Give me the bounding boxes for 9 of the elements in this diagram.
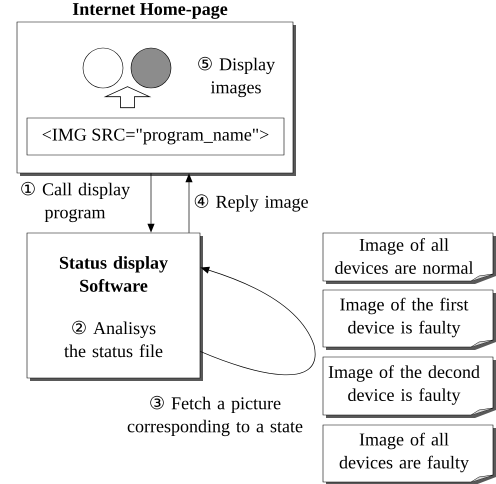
box-title: Internet Home-page bbox=[72, 3, 228, 19]
note-card: Image of all devices are faulty bbox=[322, 424, 496, 484]
edge-label: ④ Reply image bbox=[194, 194, 308, 212]
note-card: Image of all devices are normal bbox=[322, 232, 496, 284]
note-card: Image of the decond device is faulty bbox=[322, 356, 496, 418]
loop-arrow bbox=[200, 266, 316, 376]
edge-label: ① Call display program bbox=[21, 182, 130, 222]
note-card: Image of the first device is faulty bbox=[322, 290, 496, 350]
edge-label: ③ Fetch a picture corresponding to a state bbox=[128, 396, 302, 436]
